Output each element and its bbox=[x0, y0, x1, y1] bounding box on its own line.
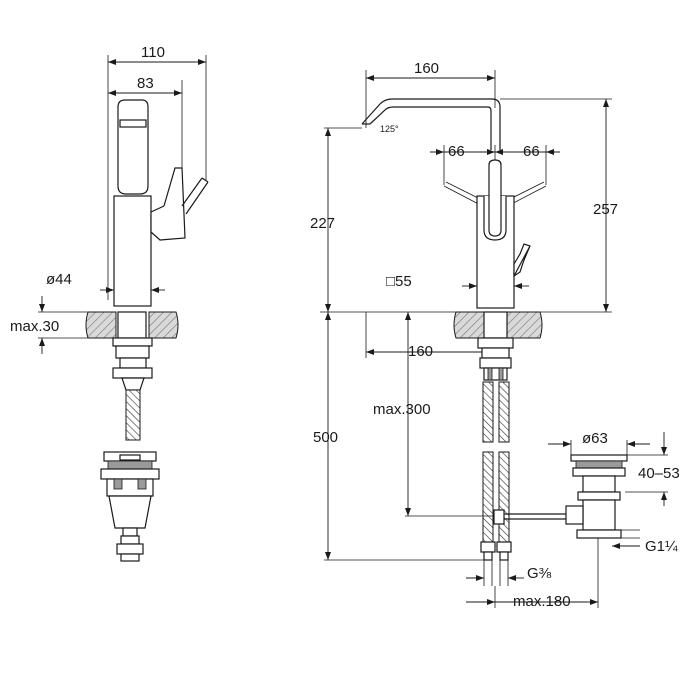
label-square-body: □55 bbox=[386, 273, 412, 290]
side-shank bbox=[112, 311, 153, 441]
label-base-diameter: ø44 bbox=[46, 271, 72, 288]
label-inlet-thread: G⅜ bbox=[527, 565, 552, 582]
side-deck bbox=[85, 311, 179, 339]
dimension-base-diameter: ø44 bbox=[46, 271, 165, 293]
front-faucet-body bbox=[476, 159, 531, 309]
label-waste-thread: G1¼ bbox=[645, 538, 678, 555]
label-spout-angle: 125° bbox=[380, 124, 399, 134]
dimension-inlet-thread: G⅜ bbox=[466, 560, 552, 586]
side-view: 110 83 ø44 bbox=[10, 44, 209, 562]
label-227: 227 bbox=[310, 215, 335, 232]
dimension-max-180: max.180 bbox=[466, 538, 599, 610]
label-max-30: max.30 bbox=[10, 318, 59, 335]
dimension-square-body: □55 bbox=[386, 273, 529, 290]
label-spout-reach: 160 bbox=[414, 60, 439, 77]
dimension-max-30: max.30 bbox=[10, 296, 88, 354]
dimension-waste-diameter: ø63 bbox=[548, 430, 650, 455]
dimension-spout-reach: 160 bbox=[365, 60, 496, 128]
label-500: 500 bbox=[313, 429, 338, 446]
front-shank bbox=[477, 311, 514, 381]
side-waste bbox=[100, 451, 160, 562]
label-deck-reach: 160 bbox=[408, 343, 433, 360]
label-waste-range: 40–53 bbox=[638, 465, 680, 482]
dimension-max-300: max.300 bbox=[373, 312, 498, 517]
dimension-handles: 66 66 bbox=[430, 143, 560, 185]
label-83: 83 bbox=[137, 75, 154, 92]
dimension-227: 227 bbox=[310, 127, 362, 312]
front-spout: 125° bbox=[361, 98, 501, 150]
label-handle-right: 66 bbox=[523, 143, 540, 160]
label-257: 257 bbox=[593, 201, 618, 218]
dimension-257: 257 bbox=[500, 98, 618, 313]
dimension-500: 500 bbox=[313, 312, 484, 561]
dimension-waste-range: 40–53 bbox=[625, 432, 680, 506]
label-max-300: max.300 bbox=[373, 401, 431, 418]
front-waste bbox=[565, 454, 628, 539]
dimension-83: 83 bbox=[108, 75, 183, 170]
dimension-waste-thread: G1¼ bbox=[612, 529, 678, 555]
label-handle-left: 66 bbox=[448, 143, 465, 160]
label-max-180: max.180 bbox=[513, 593, 571, 610]
dimension-110: 110 bbox=[107, 44, 207, 300]
front-hoses bbox=[480, 381, 512, 561]
front-deck bbox=[320, 311, 543, 339]
front-view: 160 125° 66 66 bbox=[310, 60, 680, 610]
side-faucet-body bbox=[113, 99, 209, 307]
waste-rod bbox=[493, 509, 566, 525]
label-110: 110 bbox=[141, 44, 165, 61]
label-waste-diameter: ø63 bbox=[582, 430, 608, 447]
